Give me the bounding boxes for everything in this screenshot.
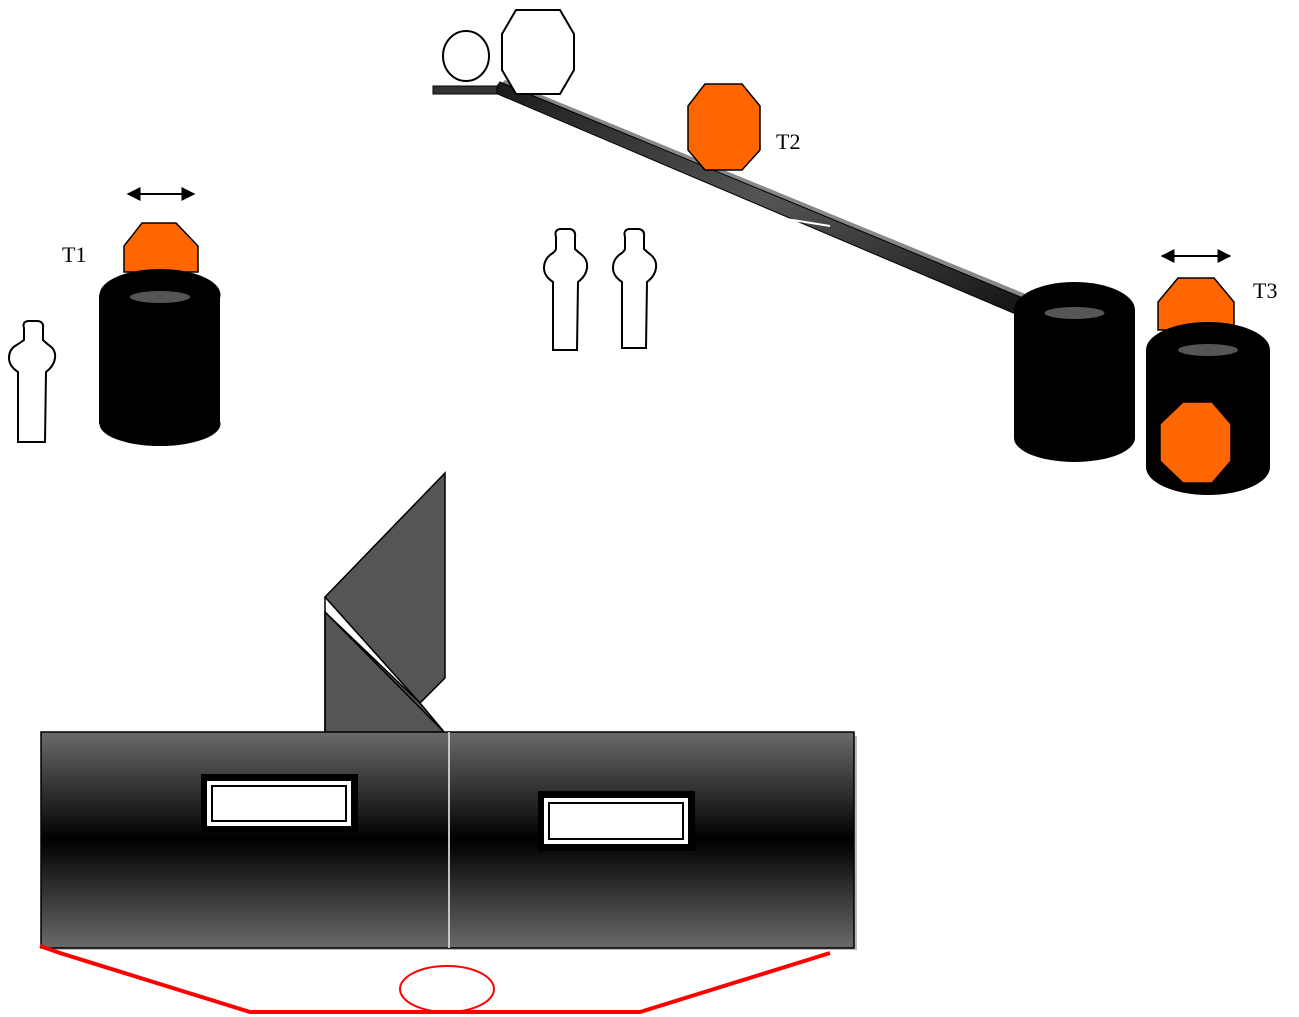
ramp-end-barrel [1014,282,1135,462]
t1-label: T1 [62,242,86,267]
t3-label: T3 [1253,278,1277,303]
fault-line [39,944,831,1014]
no-shoot-silhouette-icon [542,228,589,351]
barrel-orange-octagon-icon [1159,401,1232,484]
t1-orange-octagon-icon [123,222,199,273]
front-wall [40,731,857,950]
ramp-highlight [779,217,831,227]
t1-barrel [99,269,221,446]
wing-wall [323,471,447,734]
start-position-circle [399,965,495,1013]
t2-orange-octagon-icon [687,83,761,171]
popper-base [432,85,498,95]
left-port-window [201,774,358,832]
no-shoot-silhouette-icon [611,228,658,349]
white-octagon-plate-icon [501,9,575,95]
t2-label: T2 [776,129,800,154]
t3-orange-octagon-icon [1157,277,1235,331]
white-circle-plate-icon [442,30,490,82]
ramp-board [432,80,1040,319]
no-shoot-silhouette-icon [7,320,57,443]
right-port-window [538,791,695,851]
